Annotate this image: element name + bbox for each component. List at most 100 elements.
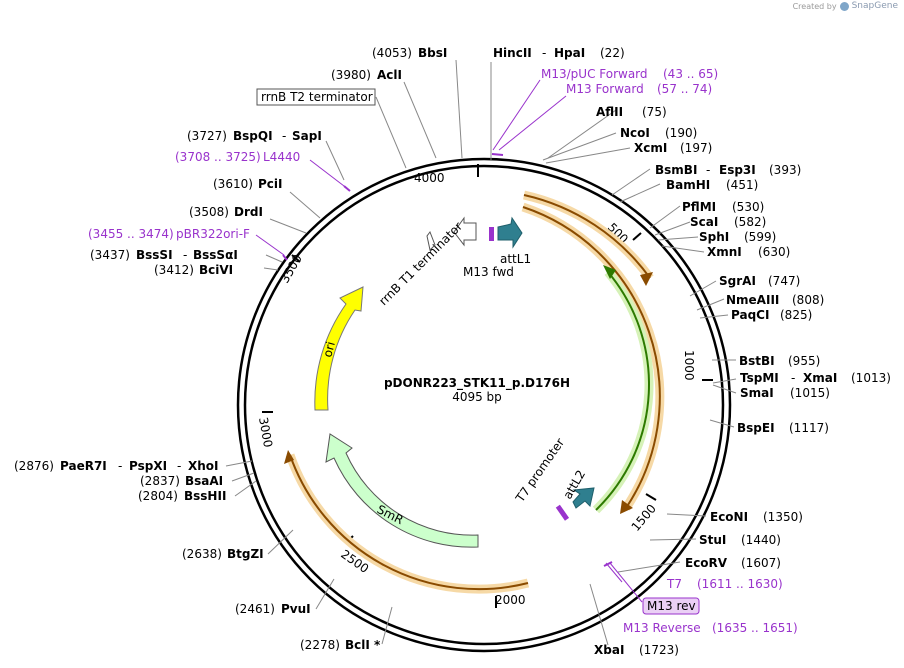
enzyme-xbai-pos: (1723) bbox=[639, 643, 679, 657]
enzyme-paqci: PaqCI bbox=[731, 308, 769, 322]
primer-pbr322: pBR322ori-F bbox=[176, 227, 250, 241]
right-leader-lines bbox=[490, 62, 737, 646]
enzyme-xmni-pos: (630) bbox=[758, 245, 790, 259]
enzyme-bamhi-pos: (451) bbox=[726, 178, 758, 192]
enzyme-sgrai-pos: (747) bbox=[768, 274, 800, 288]
enzyme-bsssai: BssSαI bbox=[193, 248, 238, 262]
primer-m13-fwd: M13 Forward bbox=[566, 82, 644, 96]
enzyme-bsmbi: BsmBI bbox=[655, 163, 697, 177]
enzyme-tspmi: TspMI bbox=[740, 371, 779, 385]
enzyme-paer7i: PaeR7I bbox=[60, 459, 107, 473]
enzyme-sep: - bbox=[177, 459, 181, 473]
enzyme-btgzi-pos: (2638) bbox=[182, 547, 222, 561]
orf-orange-arc-b bbox=[522, 206, 661, 509]
enzyme-pflmi-pos: (530) bbox=[732, 200, 764, 214]
enzyme-nmeaiii: NmeAIII bbox=[726, 293, 779, 307]
enzyme-bcivi-pos: (3412) bbox=[154, 263, 194, 277]
enzyme-bspei-pos: (1117) bbox=[789, 421, 829, 435]
attl1-label: attL1 bbox=[500, 252, 531, 266]
attl2-arrow bbox=[572, 487, 595, 509]
primer-marks bbox=[282, 153, 613, 567]
enzyme-pcii: PciI bbox=[258, 177, 283, 191]
enzyme-bsshii-pos: (2804) bbox=[138, 489, 178, 503]
enzyme-ecorv: EcoRV bbox=[685, 556, 728, 570]
credit-brand: SnapGene bbox=[851, 1, 898, 11]
primer-m13puc-fwd-range: (43 .. 65) bbox=[663, 67, 718, 81]
tick-3000: 3000 bbox=[256, 416, 275, 449]
enzyme-bstbi: BstBI bbox=[739, 354, 775, 368]
primer-m13puc-fwd: M13/pUC Forward bbox=[541, 67, 648, 81]
m13rev-primer-mark bbox=[555, 504, 570, 521]
smr-feature bbox=[325, 433, 479, 548]
orf-orange-arrowhead-b bbox=[620, 500, 633, 514]
enzyme-sep: - bbox=[706, 163, 710, 177]
enzyme-sphi: SphI bbox=[699, 230, 729, 244]
enzyme-aflii-pos: (75) bbox=[642, 105, 667, 119]
tick-2000: 2000 bbox=[495, 593, 526, 607]
enzyme-paer7i-pos: (2876) bbox=[14, 459, 54, 473]
rrnb-t1-arrow bbox=[453, 216, 477, 247]
snapgene-credit: Created by SnapGene bbox=[793, 1, 898, 11]
enzyme-smai: SmaI bbox=[740, 386, 774, 400]
enzyme-sgrai: SgrAI bbox=[719, 274, 756, 288]
enzyme-hincii: HincII bbox=[493, 46, 532, 60]
enzyme-drdi: DrdI bbox=[234, 205, 263, 219]
ori-label: ori bbox=[320, 340, 338, 359]
enzyme-bamhi: BamHI bbox=[666, 178, 710, 192]
plasmid-length: 4095 bp bbox=[452, 390, 502, 404]
enzyme-hpai: HpaI bbox=[554, 46, 585, 60]
orf-orange-lower-arc bbox=[289, 454, 529, 591]
ori-feature bbox=[314, 286, 364, 411]
enzyme-scai: ScaI bbox=[690, 215, 718, 229]
enzyme-bspei: BspEI bbox=[737, 421, 775, 435]
enzyme-xhoi: XhoI bbox=[188, 459, 219, 473]
enzyme-bbsi: BbsI bbox=[418, 46, 447, 60]
enzyme-sep: - bbox=[183, 248, 187, 262]
enzyme-econi-pos: (1350) bbox=[763, 510, 803, 524]
enzyme-smai-pos: (1015) bbox=[790, 386, 830, 400]
primer-leader-lines bbox=[255, 79, 643, 603]
tick-3500: 3500 bbox=[277, 252, 304, 285]
rrnb-t1-label: rrnB T1 terminator bbox=[376, 219, 465, 308]
enzyme-bbsi-pos: (4053) bbox=[372, 46, 412, 60]
primer-t7: T7 bbox=[666, 577, 682, 591]
enzyme-bspqi-pos: (3727) bbox=[187, 129, 227, 143]
backbone-outer-circle bbox=[236, 157, 732, 653]
enzyme-bcivi: BciVI bbox=[199, 263, 233, 277]
primer-m13-reverse-range: (1635 .. 1651) bbox=[712, 621, 798, 635]
orf-green-arc bbox=[595, 271, 650, 511]
enzyme-acli: AclI bbox=[377, 68, 402, 82]
enzyme-paqci-pos: (825) bbox=[780, 308, 812, 322]
enzyme-ecorv-pos: (1607) bbox=[741, 556, 781, 570]
enzyme-pspxi: PspXI bbox=[129, 459, 167, 473]
tick-1500: 1500 bbox=[629, 502, 659, 534]
enzyme-ncoi: NcoI bbox=[620, 126, 650, 140]
enzyme-pvui-pos: (2461) bbox=[235, 602, 275, 616]
primer-pbr322-range: (3455 .. 3474) bbox=[88, 227, 174, 241]
enzyme-hincii-pos: (22) bbox=[600, 46, 625, 60]
enzyme-bspqi: BspQI bbox=[233, 129, 273, 143]
plasmid-name: pDONR223_STK11_p.D176H bbox=[384, 376, 570, 391]
enzyme-pflmi: PflMI bbox=[682, 200, 716, 214]
primer-l4440: L4440 bbox=[263, 150, 300, 164]
enzyme-stui-pos: (1440) bbox=[741, 533, 781, 547]
enzyme-sphi-pos: (599) bbox=[744, 230, 776, 244]
credit-text: Created by bbox=[792, 1, 837, 11]
orf-orange-arc-a bbox=[523, 194, 651, 279]
enzyme-bsmbi-pos: (393) bbox=[769, 163, 801, 177]
enzyme-sapi: SapI bbox=[292, 129, 322, 143]
tick-1000: 1000 bbox=[682, 350, 696, 381]
enzyme-bsaai: BsaAI bbox=[185, 474, 223, 488]
enzyme-sep: - bbox=[118, 459, 122, 473]
enzyme-econi: EcoNI bbox=[710, 510, 748, 524]
primer-t7-range: (1611 .. 1630) bbox=[697, 577, 783, 591]
backbone-inner-circle bbox=[243, 164, 725, 646]
enzyme-drdi-pos: (3508) bbox=[189, 205, 229, 219]
rrnb-t2-arrow bbox=[426, 230, 436, 252]
primer-m13rev-box bbox=[642, 597, 700, 615]
enzyme-stui: StuI bbox=[699, 533, 726, 547]
enzyme-xcmi-pos: (197) bbox=[680, 141, 712, 155]
left-leader-lines bbox=[225, 59, 463, 645]
enzyme-xcmi: XcmI bbox=[634, 141, 667, 155]
